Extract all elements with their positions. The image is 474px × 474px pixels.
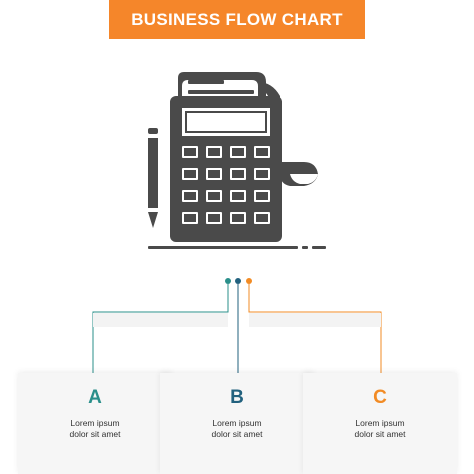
page-title: BUSINESS FLOW CHART (131, 9, 343, 29)
connector-a (92, 284, 229, 373)
step-text-line: dolor sit amet (354, 429, 406, 439)
step-letter-c: C (373, 387, 387, 408)
step-text-line: dolor sit amet (69, 429, 121, 439)
step-text-line: Lorem ipsum (355, 418, 405, 428)
node-a-dot (225, 278, 231, 284)
step-text-line: Lorem ipsum (212, 418, 262, 428)
pencil-icon (148, 128, 158, 228)
node-b-dot (235, 278, 241, 284)
step-card-b: B Lorem ipsum dolor sit amet (160, 373, 314, 474)
connector-c (248, 284, 382, 373)
flow-connectors (92, 278, 382, 373)
step-text-a: Lorem ipsum dolor sit amet (18, 418, 172, 440)
receipt-paper-icon (178, 72, 266, 102)
step-card-c: C Lorem ipsum dolor sit amet (303, 373, 457, 474)
title-banner: BUSINESS FLOW CHART (109, 0, 365, 39)
step-text-line: dolor sit amet (211, 429, 263, 439)
step-text-line: Lorem ipsum (70, 418, 120, 428)
step-text-b: Lorem ipsum dolor sit amet (160, 418, 314, 440)
step-letter-b: B (230, 387, 244, 408)
calculator-with-receipt-and-pencil-icon (148, 72, 326, 249)
step-text-c: Lorem ipsum dolor sit amet (303, 418, 457, 440)
step-card-a: A Lorem ipsum dolor sit amet (18, 373, 172, 474)
node-c-dot (246, 278, 252, 284)
step-letter-a: A (88, 387, 102, 408)
